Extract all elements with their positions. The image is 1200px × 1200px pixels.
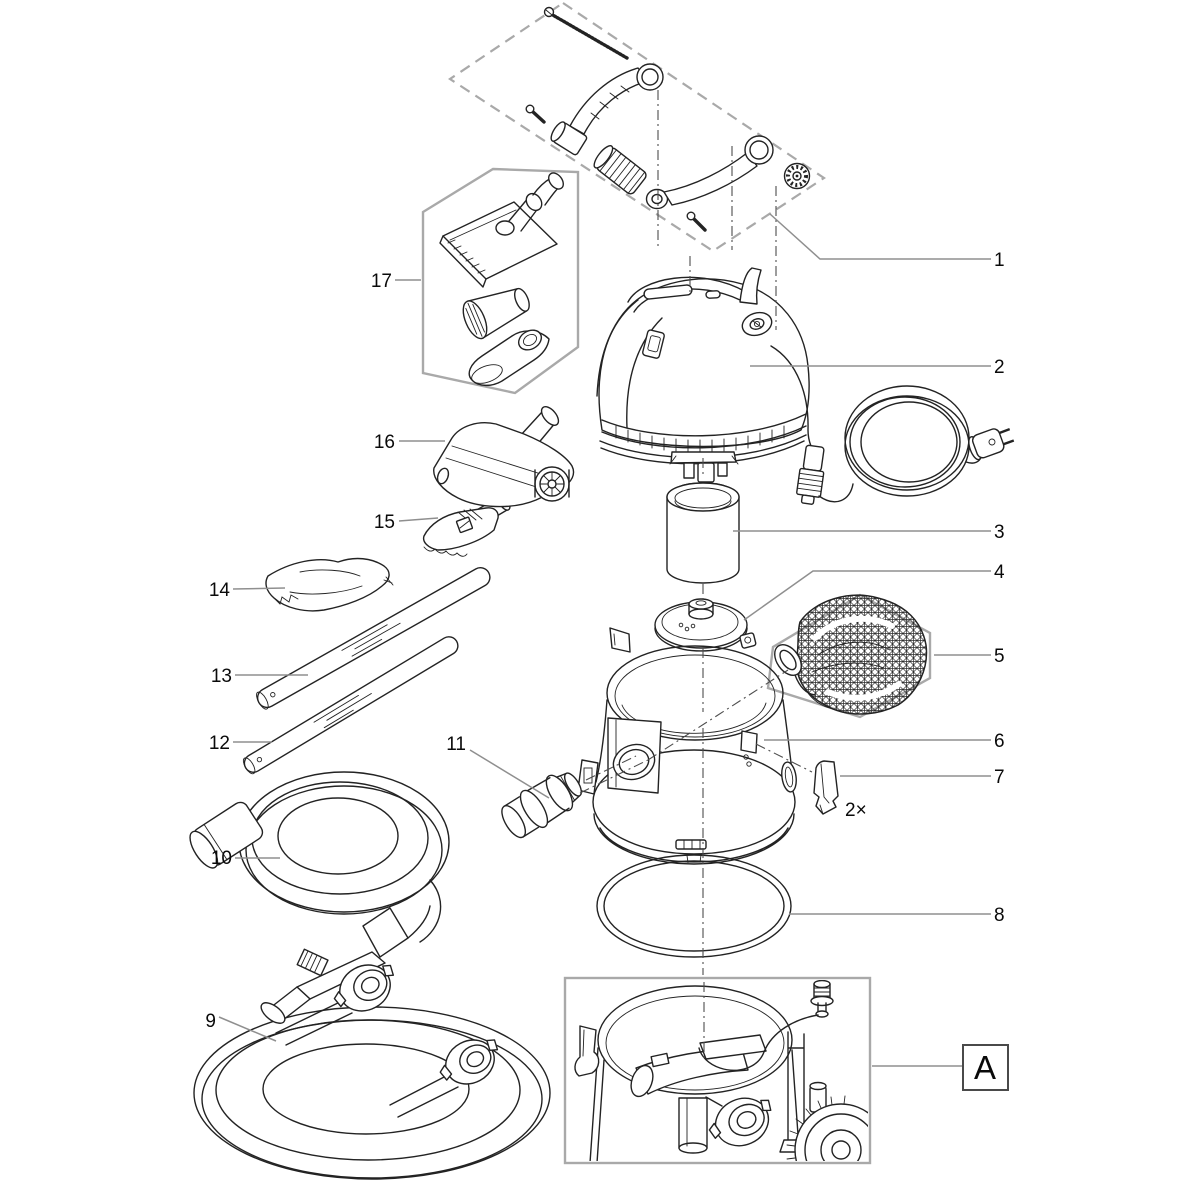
part-6-collector-tank xyxy=(577,627,797,865)
detail-a-view xyxy=(563,976,872,1165)
part-10-suction-hose xyxy=(189,771,450,943)
callout-2: 2 xyxy=(994,357,1005,378)
assembly-centerlines xyxy=(579,90,813,975)
callout-13: 13 xyxy=(211,666,232,687)
part-12-extension-tube xyxy=(242,636,459,775)
callout-14: 14 xyxy=(209,580,231,601)
part-11-inlet-connector xyxy=(501,772,583,839)
callout-11: 11 xyxy=(446,734,466,755)
part-1-handle-kit xyxy=(525,6,811,232)
part-17-nozzle-set xyxy=(439,172,564,387)
callout-15: 15 xyxy=(374,512,395,533)
callout-labels: 1 2 3 4 5 6 7 8 9 10 11 12 13 14 15 16 1… xyxy=(205,250,1009,1091)
detail-marker-a: A xyxy=(974,1049,996,1086)
quantity-label: 2× xyxy=(845,800,867,821)
part-9-discharge-hose xyxy=(193,905,551,1180)
callout-16: 16 xyxy=(374,432,395,453)
nozzle-set-outline xyxy=(421,167,580,395)
callout-7: 7 xyxy=(994,767,1005,788)
callout-leader-lines xyxy=(218,213,991,1067)
collection-bag-outline xyxy=(766,593,932,719)
callout-17: 17 xyxy=(371,271,392,292)
callout-10: 10 xyxy=(211,848,232,869)
callout-4: 4 xyxy=(994,562,1005,583)
part-8-sealing-ring xyxy=(596,854,792,958)
part-13-extension-tube xyxy=(256,567,491,710)
callout-6: 6 xyxy=(994,731,1005,752)
part-3-filter-cartridge xyxy=(666,482,740,584)
callout-12: 12 xyxy=(209,733,230,754)
part-7-latch-clip xyxy=(813,760,839,815)
callout-3: 3 xyxy=(994,522,1005,543)
callout-8: 8 xyxy=(994,905,1005,926)
detail-marker-box xyxy=(962,1044,1009,1091)
part-14-debris-cloth xyxy=(265,557,394,612)
part-4-filter-plate xyxy=(654,598,757,652)
part-2-motor-head xyxy=(596,267,1015,505)
part-16-floor-nozzle xyxy=(433,406,575,508)
callout-9: 9 xyxy=(205,1011,216,1032)
callout-1: 1 xyxy=(994,250,1005,271)
callout-5: 5 xyxy=(994,646,1005,667)
part-5-collection-bag xyxy=(774,594,928,715)
